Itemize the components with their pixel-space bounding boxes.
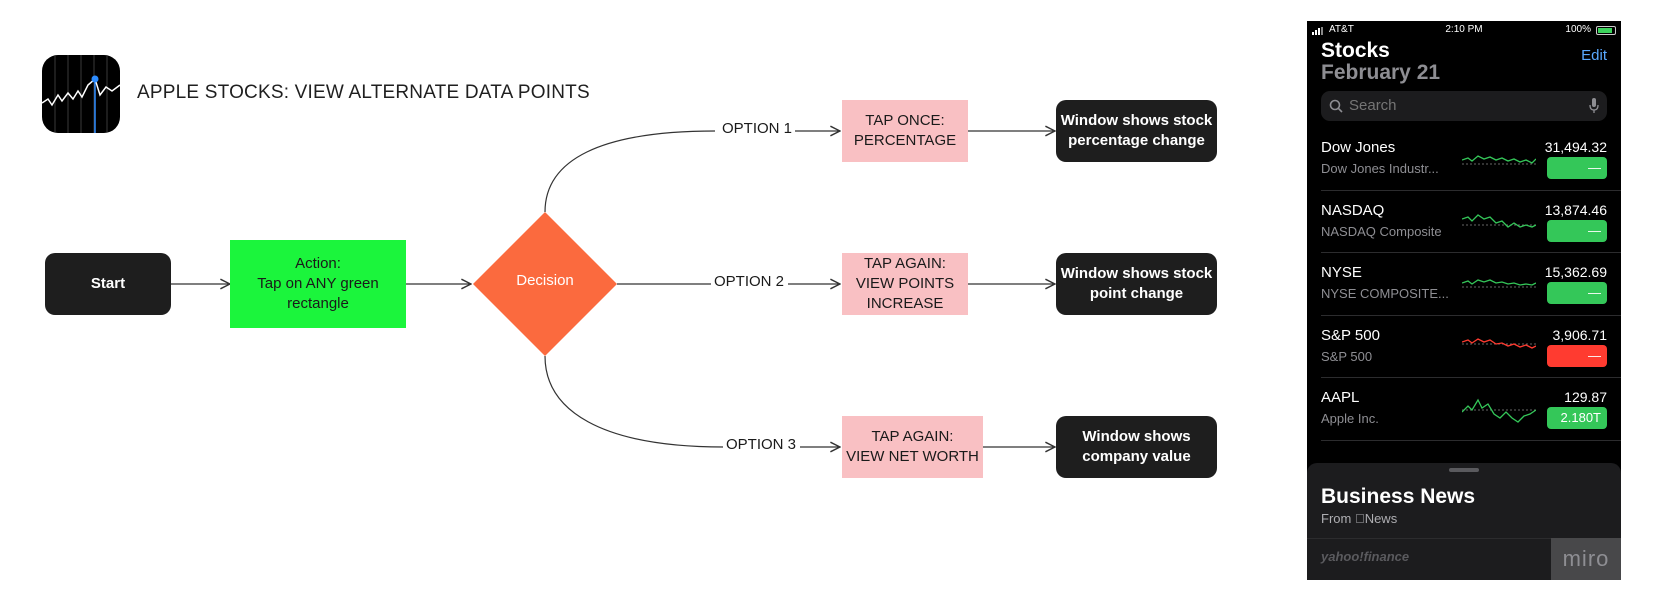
diagram-title: APPLE STOCKS: VIEW ALTERNATE DATA POINTS [137,82,590,103]
result-percentage-change: Window shows stock percentage change [1056,100,1217,162]
option-1-label: OPTION 1 [719,120,796,137]
edge-decision-option1 [544,130,716,213]
change-badge[interactable]: — [1547,219,1607,242]
sparkline [1462,398,1536,423]
change-badge[interactable]: 2.180T [1547,407,1607,429]
stock-name: S&P 500 [1321,348,1373,364]
row-divider [1321,252,1621,253]
stock-symbol: NYSE [1321,264,1362,281]
decision-label: Decision [516,272,574,289]
row-divider [1321,314,1621,316]
status-time: 2:10 PM [1445,24,1483,35]
stocks-app-icon [42,55,120,133]
change-badge[interactable]: — [1547,157,1607,179]
search-icon [1329,99,1343,113]
news-divider [1307,538,1621,539]
stock-price: 129.87 [1564,389,1607,405]
stock-row-nasdaq[interactable]: NASDAQ NASDAQ Composite 13,874.46 — [1307,191,1621,253]
stock-symbol: S&P 500 [1321,326,1380,344]
stock-symbol: NASDAQ [1321,201,1385,219]
microphone-icon[interactable] [1589,98,1599,114]
stock-symbol: Dow Jones [1321,139,1396,156]
stock-symbol: AAPL [1321,389,1360,406]
decision-node [473,212,617,356]
signal-icon [1312,27,1323,35]
search-input[interactable] [1349,97,1569,114]
sheet-grabber[interactable] [1449,468,1479,472]
start-node: Start [45,253,171,315]
business-news-sheet[interactable]: Business News From News yahoo!finance m… [1307,463,1621,580]
search-bar[interactable] [1321,91,1607,121]
change-badge[interactable]: — [1547,282,1607,304]
page-title: Stocks [1321,39,1390,62]
stock-price: 31,494.32 [1544,139,1607,155]
stock-row-nyse[interactable]: NYSE NYSE COMPOSITE... 15,362.69 — [1307,253,1621,316]
yahoo-finance-logo: yahoo!finance [1321,549,1410,564]
battery-percent: 100% [1565,24,1591,35]
stock-row-sp500[interactable]: S&P 500 S&P 500 3,906.71 — [1307,316,1621,378]
action-node: Action: Tap on ANY green rectangle [230,240,406,328]
option-3-label: OPTION 3 [723,436,800,453]
sparkline [1462,337,1536,349]
result-company-value: Window shows company value [1056,416,1217,478]
change-badge[interactable]: — [1547,344,1607,367]
stock-name: Dow Jones Industr... [1321,161,1439,176]
miro-watermark: miro [1551,538,1621,580]
phone-screenshot: AT&T 2:10 PM 100% Stocks February 21 Edi… [1307,21,1621,580]
stock-price: 3,906.71 [1552,326,1608,343]
carrier: AT&T [1329,24,1354,35]
step-tap-once: TAP ONCE: PERCENTAGE [842,100,968,162]
row-divider [1321,189,1621,191]
stock-name: Apple Inc. [1321,411,1379,426]
page-date: February 21 [1321,61,1441,84]
result-point-change: Window shows stock point change [1056,253,1217,315]
stock-price: 15,362.69 [1544,264,1607,280]
stock-name: NASDAQ Composite [1321,223,1442,239]
row-divider [1321,439,1621,441]
news-source: From News [1321,511,1397,526]
stock-name: NYSE COMPOSITE... [1321,286,1449,301]
step-tap-again-net-worth: TAP AGAIN: VIEW NET WORTH [842,416,983,478]
option-2-label: OPTION 2 [711,273,788,290]
sparkline [1462,279,1536,288]
row-divider [1321,377,1621,378]
sparkline [1462,213,1536,228]
sparkline [1462,155,1536,165]
step-tap-again-points: TAP AGAIN: VIEW POINTS INCREASE [842,253,968,315]
status-bar: AT&T 2:10 PM 100% [1307,24,1621,38]
edge-decision-option3 [544,355,725,448]
stock-row-aapl[interactable]: AAPL Apple Inc. 129.87 2.180T [1307,378,1621,441]
stock-price: 13,874.46 [1544,201,1607,218]
news-title: Business News [1321,485,1476,508]
stock-list: Dow Jones Dow Jones Industr... 31,494.32… [1307,128,1621,441]
battery-icon [1596,26,1616,35]
edit-button[interactable]: Edit [1581,47,1607,64]
stock-row-dow-jones[interactable]: Dow Jones Dow Jones Industr... 31,494.32… [1307,128,1621,191]
